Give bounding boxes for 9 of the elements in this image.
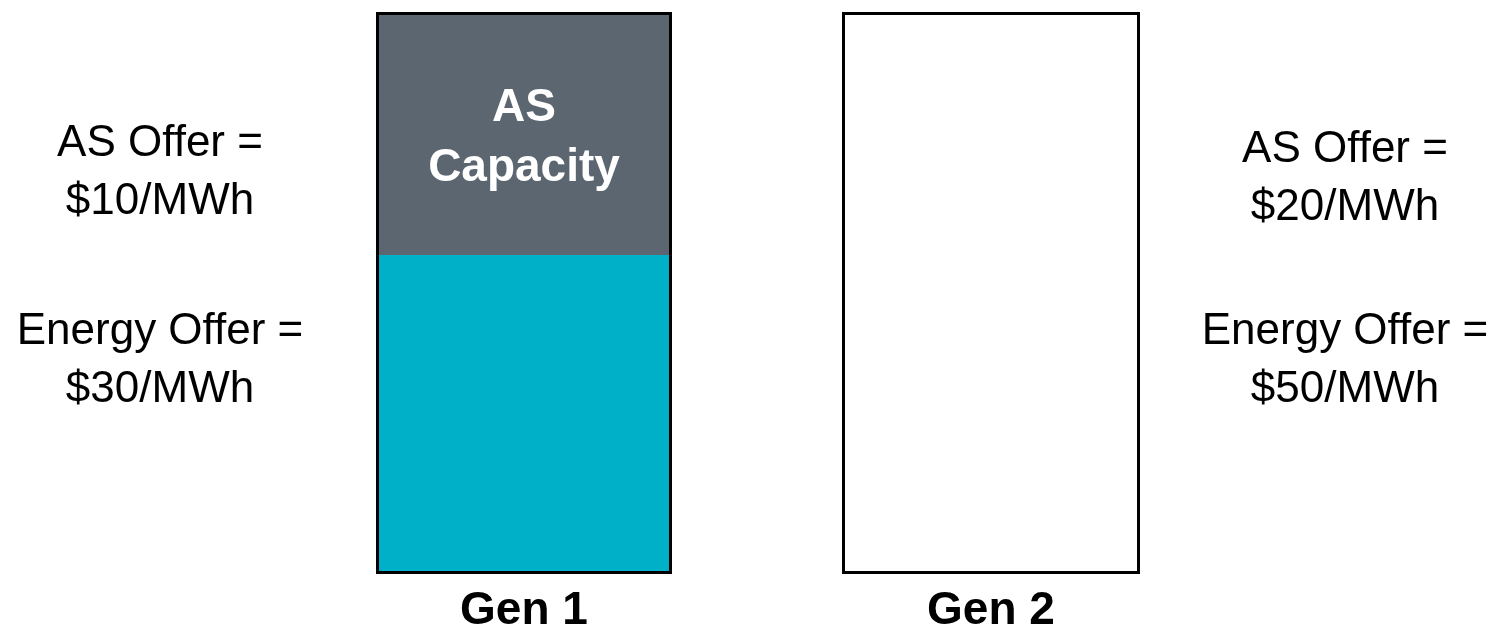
energy-segment (379, 255, 669, 571)
capacity-segment (379, 15, 669, 255)
offer-label: Energy Offer = $50/MWh (1200, 303, 1490, 413)
offer-label: AS Offer = $20/MWh (1241, 121, 1449, 231)
offer-label: AS Offer = $10/MWh (56, 115, 264, 225)
bar-label: Gen 2 (926, 581, 1056, 630)
offer-label: Energy Offer = $30/MWh (15, 303, 305, 413)
bar-label: Gen 1 (459, 581, 589, 630)
segment-label: AS Capacity (427, 78, 621, 193)
